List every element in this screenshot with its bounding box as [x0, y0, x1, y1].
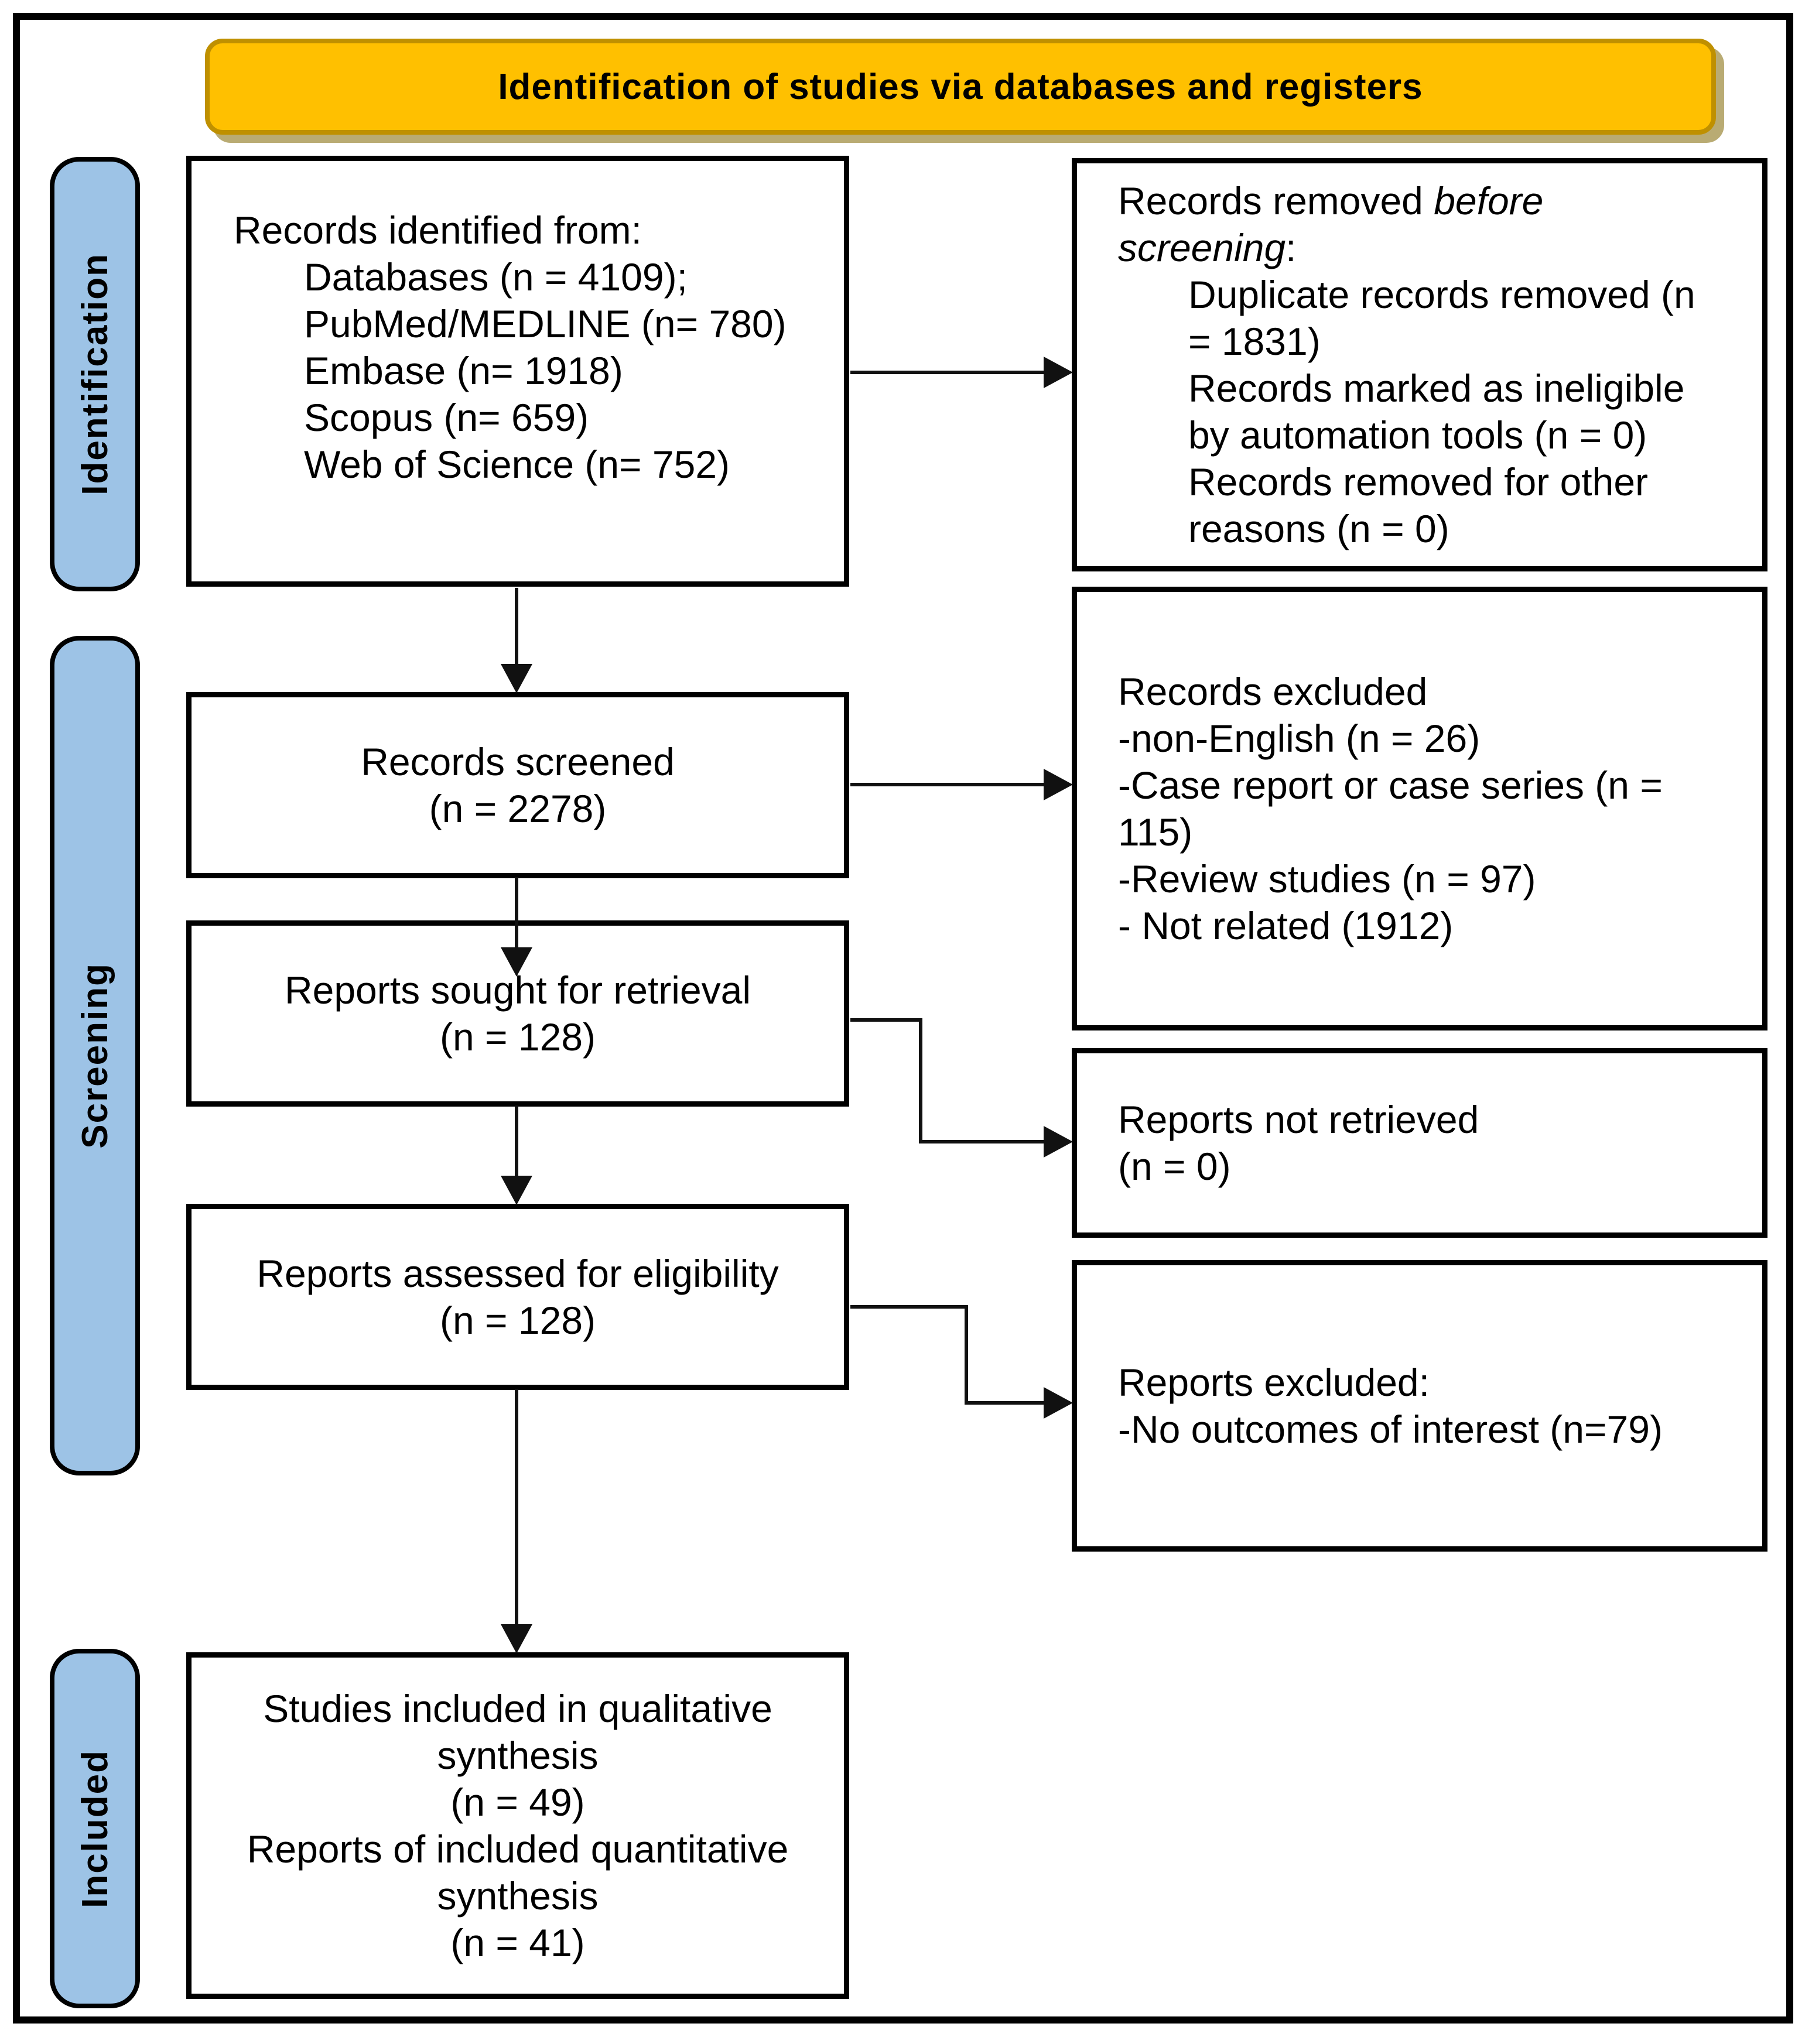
text-segment: Records removed	[1118, 179, 1434, 222]
text-segment: Records marked as ineligible by automati…	[1188, 367, 1685, 457]
text-segment-italic: before screening	[1118, 179, 1544, 269]
arrow-identified-to-removed-head-icon	[1044, 357, 1073, 388]
text-segment: Reports assessed for eligibility	[257, 1252, 779, 1295]
arrow-assessed-to-repexcluded-head-icon	[1044, 1387, 1073, 1419]
text-segment: -non-English (n = 26)	[1118, 717, 1481, 760]
text-line: Records screened	[361, 738, 675, 785]
text-segment: -No outcomes of interest (n=79)	[1118, 1408, 1663, 1451]
text-segment: :	[1286, 226, 1297, 269]
box-records-screened: Records screened(n = 2278)	[186, 692, 849, 878]
text-line: Reports assessed for eligibility	[257, 1250, 778, 1297]
arrow-screened-to-sought-head-icon	[501, 947, 532, 977]
arrow-sought-to-notretrieved-seg2	[919, 1018, 922, 1143]
text-segment: (n = 0)	[1118, 1145, 1231, 1188]
text-line: Web of Science (n= 752)	[234, 441, 820, 488]
text-segment: Duplicate records removed (n = 1831)	[1188, 273, 1695, 363]
text-line: Records removed before screening:	[1118, 177, 1715, 271]
arrow-screened-to-sought-line	[515, 877, 518, 949]
text-segment: (n = 2278)	[429, 787, 607, 830]
arrow-assessed-to-repexcluded-seg3	[965, 1401, 1045, 1405]
text-line: Studies included in qualitative synthesi…	[215, 1685, 820, 1779]
text-line: Records excluded	[1118, 668, 1715, 715]
text-segment: Records identified from:	[234, 208, 642, 252]
stage-tab-identification: Identification	[50, 157, 140, 591]
text-line: Records identified from:	[234, 207, 820, 254]
text-segment: Reports not retrieved	[1118, 1098, 1479, 1141]
box-records-identified: Records identified from:Databases (n = 4…	[186, 156, 849, 587]
text-segment: -Case report or case series (n = 115)	[1118, 763, 1663, 854]
text-segment: Web of Science (n= 752)	[304, 443, 730, 486]
stage-tab-screening-label: Screening	[74, 963, 115, 1149]
text-segment: Records screened	[361, 740, 675, 783]
text-segment: Records removed for other reasons (n = 0…	[1188, 460, 1649, 550]
text-line: (n = 41)	[450, 1919, 584, 1966]
arrow-screened-to-excluded-line	[850, 783, 1045, 786]
box-records-excluded: Records excluded-non-English (n = 26)-Ca…	[1072, 587, 1767, 1030]
text-segment: Databases (n = 4109);	[304, 255, 688, 299]
text-line: -non-English (n = 26)	[1118, 715, 1715, 762]
text-line: Reports of included quantitative synthes…	[215, 1826, 820, 1919]
text-segment: Records excluded	[1118, 670, 1428, 713]
arrow-sought-to-notretrieved-seg1	[850, 1018, 922, 1022]
text-line: Embase (n= 1918)	[234, 347, 820, 394]
text-line: Reports not retrieved	[1118, 1096, 1715, 1143]
arrow-sought-to-notretrieved-seg3	[919, 1140, 1045, 1143]
text-line: (n = 49)	[450, 1779, 584, 1826]
text-segment: (n = 49)	[450, 1781, 585, 1824]
text-line: Records removed for other reasons (n = 0…	[1118, 458, 1715, 552]
text-segment: - Not related (1912)	[1118, 904, 1454, 947]
box-reports-excluded: Reports excluded:-No outcomes of interes…	[1072, 1260, 1767, 1552]
text-line: Duplicate records removed (n = 1831)	[1118, 271, 1715, 365]
title-banner: Identification of studies via databases …	[205, 39, 1716, 135]
text-segment: Studies included in qualitative synthesi…	[263, 1687, 772, 1777]
text-segment: Scopus (n= 659)	[304, 396, 589, 439]
arrow-identified-to-screened-line	[515, 588, 518, 665]
text-segment: (n = 128)	[440, 1299, 596, 1342]
text-segment: PubMed/MEDLINE (n= 780)	[304, 302, 787, 345]
arrow-assessed-to-repexcluded-seg1	[850, 1305, 968, 1309]
arrow-assessed-to-repexcluded-seg2	[965, 1305, 968, 1405]
text-line: (n = 128)	[440, 1014, 596, 1060]
text-line: - Not related (1912)	[1118, 902, 1715, 949]
arrow-sought-to-assessed-line	[515, 1105, 518, 1177]
text-line: (n = 0)	[1118, 1143, 1715, 1190]
box-reports-assessed: Reports assessed for eligibility(n = 128…	[186, 1204, 849, 1390]
text-line: -No outcomes of interest (n=79)	[1118, 1406, 1715, 1453]
text-segment: -Review studies (n = 97)	[1118, 857, 1536, 901]
stage-tab-identification-label: Identification	[74, 253, 115, 495]
arrow-screened-to-excluded-head-icon	[1044, 769, 1073, 800]
arrow-sought-to-notretrieved-head-icon	[1044, 1126, 1073, 1158]
arrow-assessed-to-included-head-icon	[501, 1624, 532, 1653]
stage-tab-included: Included	[50, 1649, 140, 2008]
text-line: (n = 128)	[440, 1297, 596, 1344]
text-segment: (n = 41)	[450, 1921, 585, 1964]
arrow-identified-to-screened-head-icon	[501, 664, 532, 693]
text-line: -Review studies (n = 97)	[1118, 855, 1715, 902]
stage-tab-screening: Screening	[50, 636, 140, 1475]
text-line: Databases (n = 4109);	[234, 254, 820, 300]
arrow-identified-to-removed-line	[850, 371, 1045, 374]
text-line: Scopus (n= 659)	[234, 394, 820, 441]
box-studies-included: Studies included in qualitative synthesi…	[186, 1652, 849, 1999]
text-segment: (n = 128)	[440, 1015, 596, 1059]
text-segment: Reports excluded:	[1118, 1361, 1430, 1404]
arrow-sought-to-assessed-head-icon	[501, 1176, 532, 1205]
text-segment: Embase (n= 1918)	[304, 349, 623, 392]
text-line: -Case report or case series (n = 115)	[1118, 762, 1715, 855]
box-reports-not-retrieved: Reports not retrieved(n = 0)	[1072, 1048, 1767, 1238]
text-line: (n = 2278)	[429, 785, 607, 832]
stage-tab-included-label: Included	[74, 1749, 115, 1908]
text-line: Reports excluded:	[1118, 1359, 1715, 1406]
text-line: PubMed/MEDLINE (n= 780)	[234, 300, 820, 347]
diagram-title: Identification of studies via databases …	[498, 66, 1423, 107]
text-segment: Reports of included quantitative synthes…	[247, 1827, 789, 1918]
text-line: Records marked as ineligible by automati…	[1118, 365, 1715, 458]
box-records-removed: Records removed before screening:Duplica…	[1072, 158, 1767, 571]
arrow-assessed-to-included-line	[515, 1389, 518, 1625]
